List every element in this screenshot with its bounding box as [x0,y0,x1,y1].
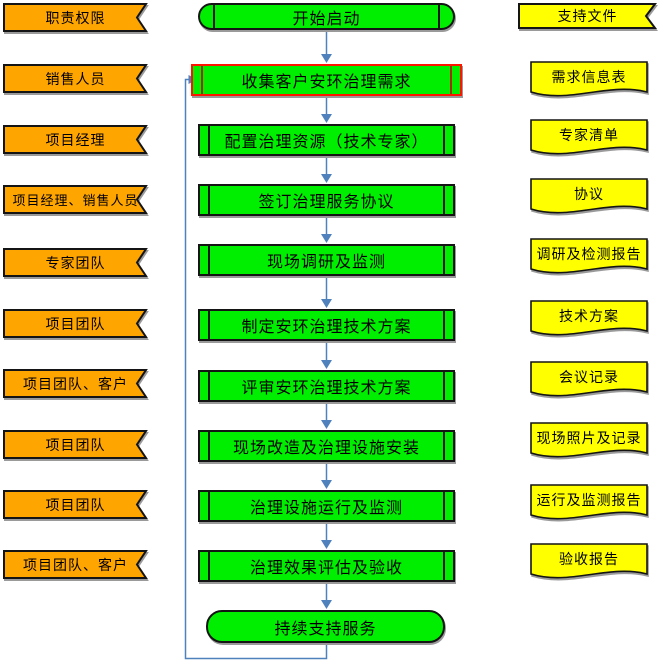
step-label: 现场改造及治理设施安装 [232,440,420,457]
document-shape[interactable]: 调研及检测报告 [530,238,648,279]
role-banner[interactable]: 项目经理 [3,125,148,154]
document-outline [530,422,648,458]
start-label: 开始启动 [292,10,361,28]
process-step[interactable]: 签订治理服务协议 [198,184,455,216]
ribbon-shape [3,369,148,398]
process-step[interactable]: 制定安环治理技术方案 [198,309,455,341]
role-label: 项目团队 [45,438,106,454]
document-label: 协议 [574,188,604,203]
role-header-label: 职责权限 [45,11,106,27]
step-label: 签订治理服务协议 [258,194,395,211]
step-label: 评审安环治理技术方案 [241,380,412,397]
end-label: 持续支持服务 [274,620,377,638]
role-banner[interactable]: 项目经理、销售人员 [3,185,148,214]
ribbon-shape [3,550,148,579]
ribbon-shape [3,125,148,154]
role-label: 项目团队、客户 [23,558,128,574]
role-banner[interactable]: 项目团队 [3,309,148,338]
ribbon-shape [3,490,148,519]
step-label: 配置治理资源（技术专家） [224,134,429,151]
document-label: 现场照片及记录 [536,432,642,447]
process-step[interactable]: 现场改造及治理设施安装 [198,430,455,462]
document-outline [530,238,648,274]
document-outline [530,61,648,97]
document-label: 运行及监测报告 [536,494,642,509]
document-shape[interactable]: 现场照片及记录 [530,422,648,463]
role-label: 销售人员 [45,72,106,88]
document-label: 技术方案 [559,310,619,325]
document-shape[interactable]: 运行及监测报告 [530,484,648,525]
document-outline [530,543,648,579]
step-label: 现场调研及监测 [266,254,386,271]
role-label: 项目经理 [45,133,106,149]
document-outline [530,361,648,397]
role-banner[interactable]: 项目团队 [3,430,148,459]
role-label: 项目团队 [45,317,106,333]
step-label: 收集客户安环治理需求 [241,74,412,91]
role-banner[interactable]: 项目团队、客户 [3,369,148,398]
role-label: 专家团队 [45,256,106,272]
role-header-banner[interactable]: 职责权限 [3,3,148,32]
ribbon-shape [518,3,657,29]
role-banner[interactable]: 专家团队 [3,248,148,277]
step-label: 制定安环治理技术方案 [241,319,412,336]
document-header-label: 支持文件 [557,10,618,25]
ribbon-shape [3,64,148,93]
process-step[interactable]: 现场调研及监测 [198,244,455,276]
document-shape[interactable]: 验收报告 [530,543,648,584]
start-terminator[interactable]: 开始启动 [198,3,455,30]
role-banner[interactable]: 项目团队、客户 [3,550,148,579]
ribbon-shape [3,430,148,459]
role-label: 项目团队 [45,498,106,514]
process-step-selected[interactable]: 收集客户安环治理需求 [191,64,462,96]
document-shape[interactable]: 会议记录 [530,361,648,402]
step-label: 治理效果评估及验收 [249,560,403,577]
step-label: 治理设施运行及监测 [249,500,403,517]
process-step[interactable]: 治理设施运行及监测 [198,490,455,522]
document-label: 需求信息表 [551,71,627,86]
document-outline [530,178,648,214]
document-label: 会议记录 [559,371,619,386]
process-step[interactable]: 配置治理资源（技术专家） [198,124,455,156]
document-header-banner[interactable]: 支持文件 [518,3,657,29]
document-shape[interactable]: 协议 [530,178,648,219]
ribbon-shape [3,248,148,277]
process-step[interactable]: 治理效果评估及验收 [198,550,455,582]
ribbon-shape [3,309,148,338]
role-banner[interactable]: 项目团队 [3,490,148,519]
end-terminator[interactable]: 持续支持服务 [206,610,445,643]
document-label: 专家清单 [559,129,619,144]
process-step[interactable]: 评审安环治理技术方案 [198,370,455,402]
document-label: 调研及检测报告 [536,248,642,263]
document-label: 验收报告 [559,553,619,568]
document-outline [530,484,648,520]
document-shape[interactable]: 需求信息表 [530,61,648,102]
document-shape[interactable]: 专家清单 [530,119,648,160]
document-outline [530,119,648,155]
ribbon-shape [3,3,148,32]
ribbon-shape [3,185,148,214]
role-label: 项目经理、销售人员 [12,193,139,208]
role-label: 项目团队、客户 [23,377,128,393]
role-banner[interactable]: 销售人员 [3,64,148,93]
document-shape[interactable]: 技术方案 [530,300,648,341]
document-outline [530,300,648,336]
